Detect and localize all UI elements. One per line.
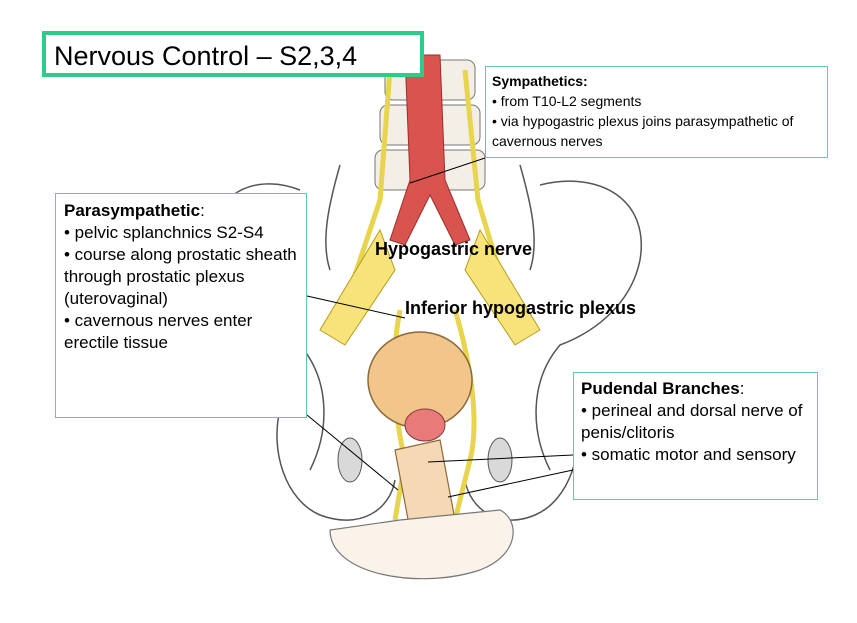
parasympathetic-line-1: • pelvic splanchnics S2-S4 [64, 223, 264, 242]
pudendal-colon: : [739, 379, 745, 398]
sympathetics-line-1: • from T10-L2 segments [492, 93, 642, 109]
hypogastric-nerve-label: Hypogastric nerve [375, 239, 533, 259]
aorta [389, 54, 471, 246]
ischium-left [337, 437, 363, 483]
sacral-plexus-right [464, 228, 541, 346]
sympathetics-box: Sympathetics: • from T10-L2 segments • v… [485, 66, 828, 158]
parasympathetic-line-3: • cavernous nerves enter erectile tissue [64, 311, 253, 352]
title-box: Nervous Control – S2,3,4 [42, 31, 424, 77]
parasympathetic-line-2: • course along prostatic sheath through … [64, 245, 297, 308]
sympathetics-heading: Sympathetics: [492, 73, 588, 89]
ischium-right [487, 437, 513, 483]
pudendal-heading: Pudendal Branches [581, 379, 740, 398]
pudendal-box: Pudendal Branches: • perineal and dorsal… [573, 372, 818, 500]
scrotum [329, 509, 514, 580]
pudendal-line-1: • perineal and dorsal nerve of penis/cli… [581, 401, 803, 442]
pointer-lines [306, 157, 574, 498]
parasympathetic-box: Parasympathetic: • pelvic splanchnics S2… [55, 193, 307, 418]
sympathetics-line-2: • via hypogastric plexus joins parasympa… [492, 113, 794, 149]
pudendal-line-2: • somatic motor and sensory [581, 445, 796, 464]
parasympathetic-heading: Parasympathetic [64, 201, 201, 220]
prostate [404, 408, 446, 442]
parasympathetic-colon: : [200, 201, 205, 220]
page-title: Nervous Control – S2,3,4 [54, 41, 358, 71]
inferior-hypogastric-plexus-label: Inferior hypogastric plexus [405, 298, 637, 318]
sacral-plexus-left [319, 228, 396, 346]
